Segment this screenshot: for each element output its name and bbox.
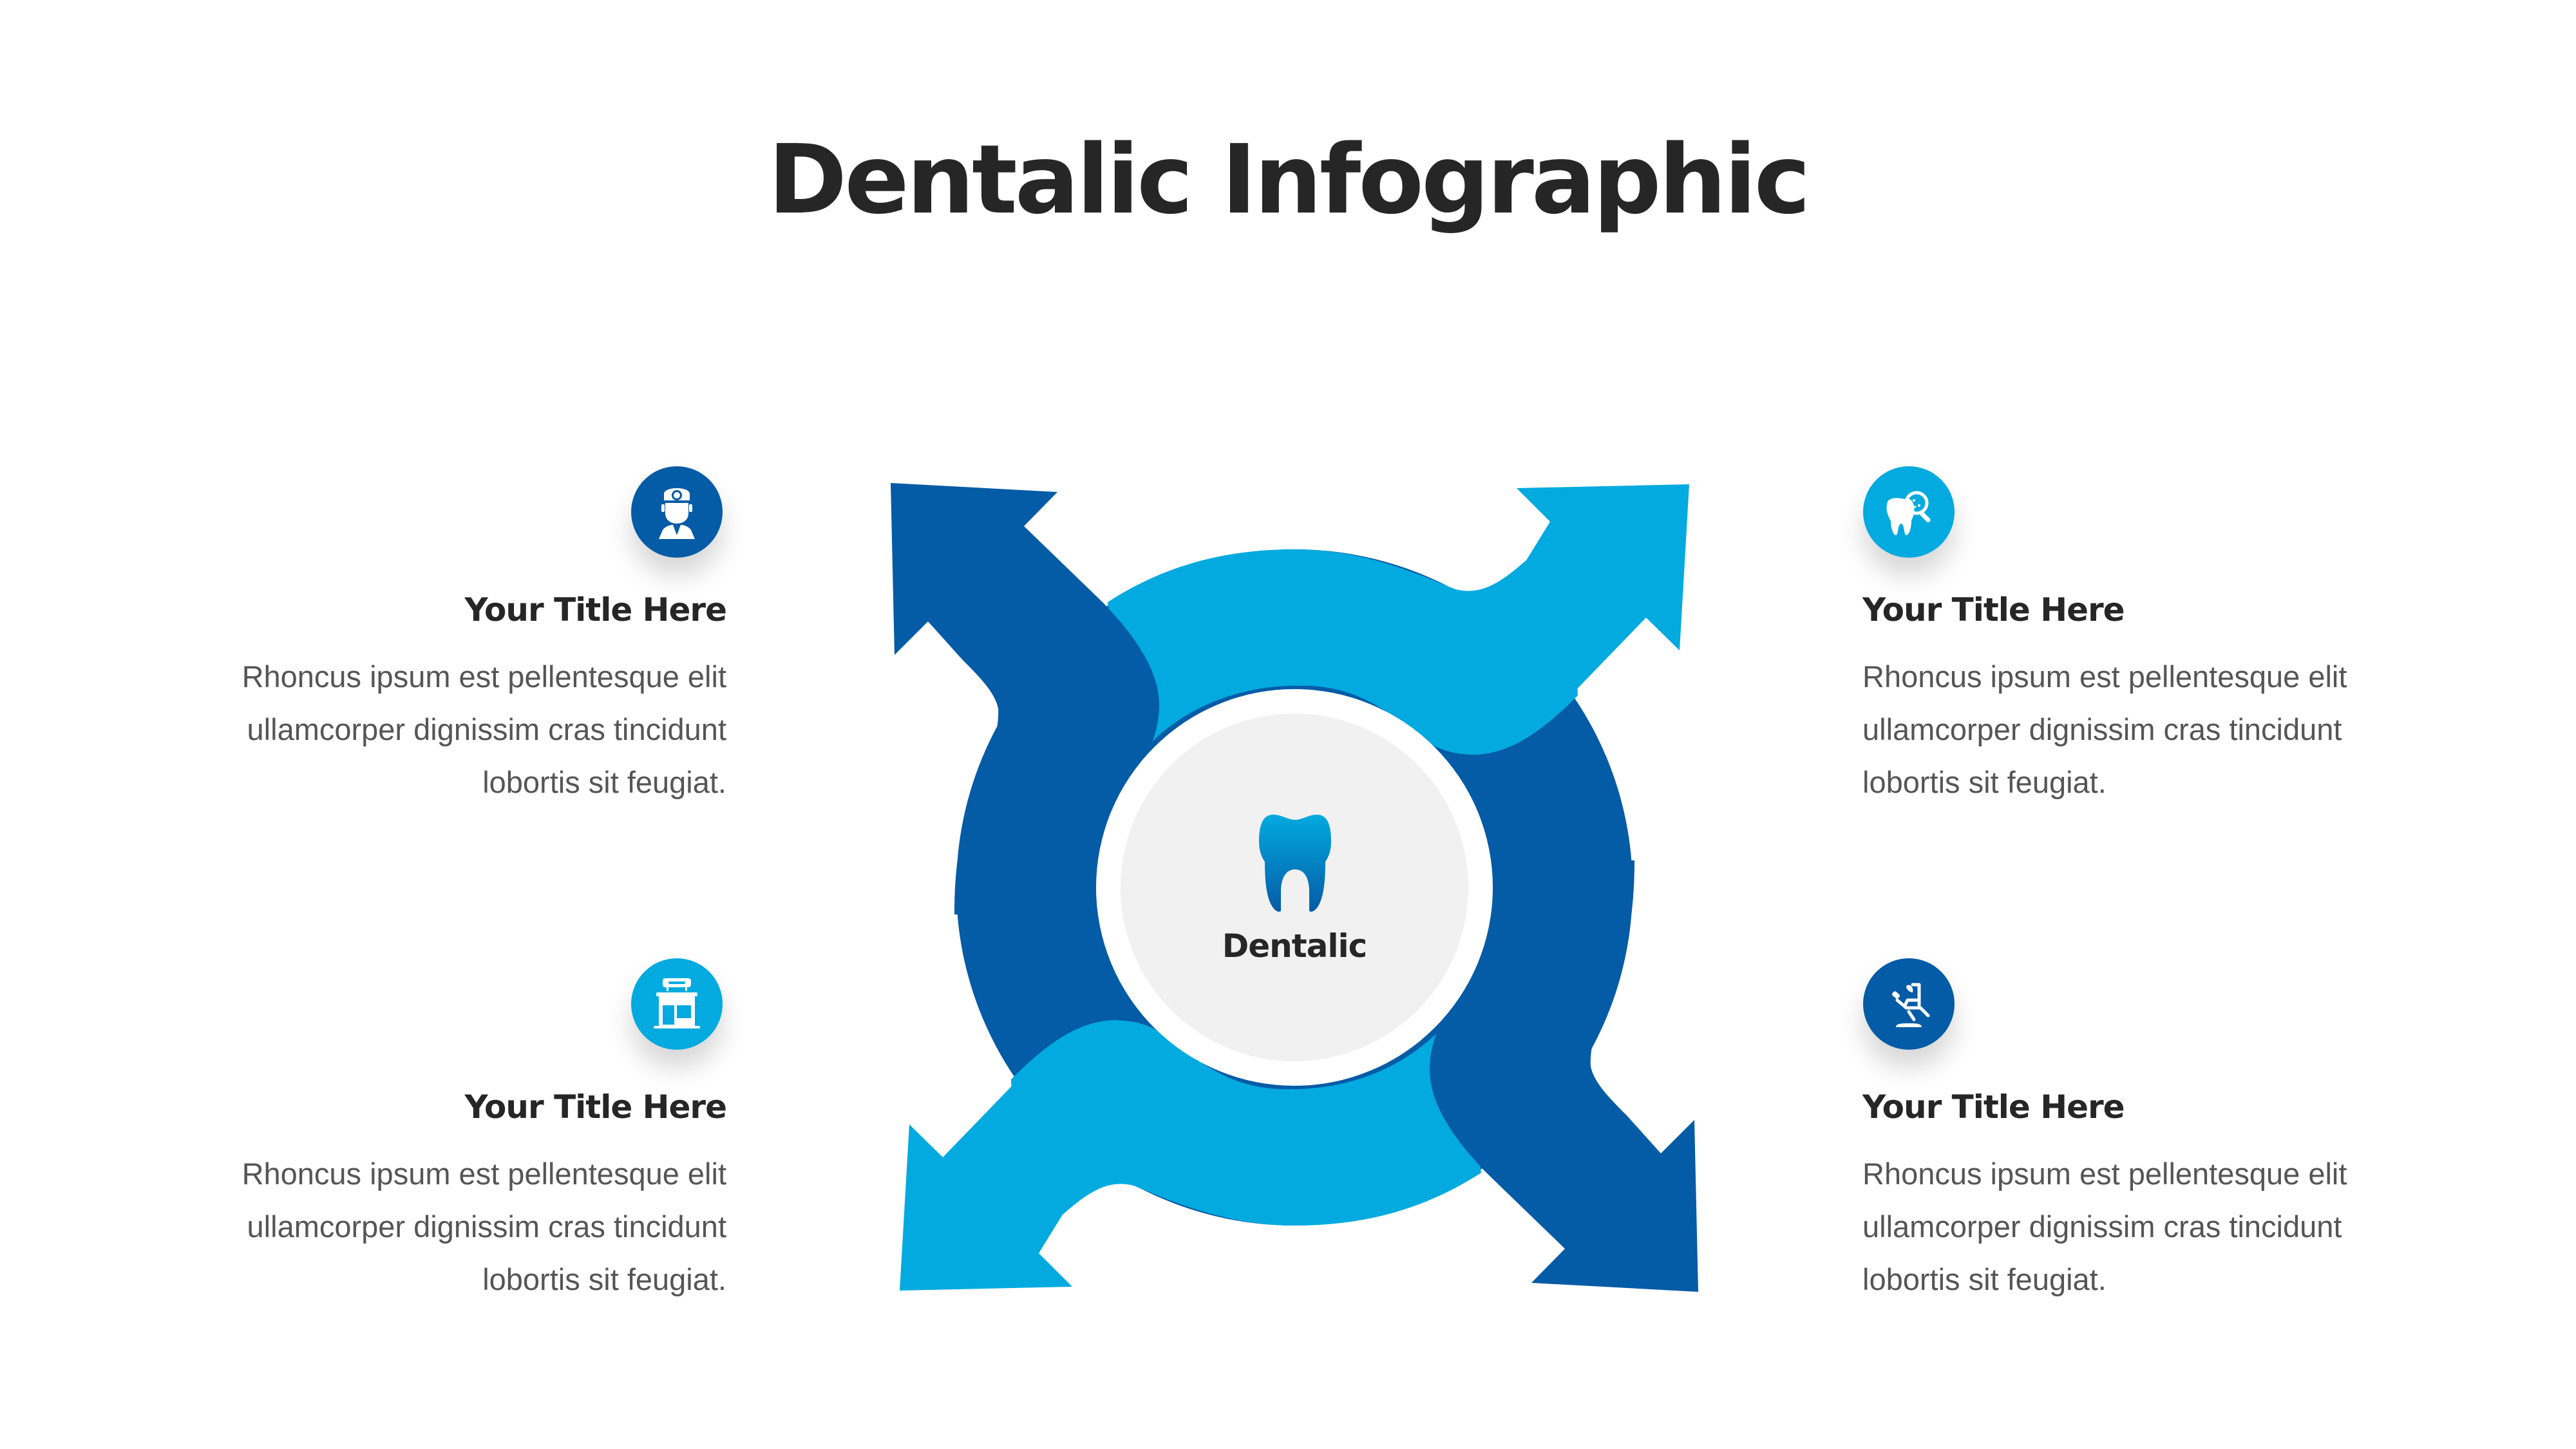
dental-chair-icon-badge [1863,958,1955,1050]
dental-chair-icon [1892,983,1930,1027]
item-title: Your Title Here [1862,591,2125,629]
item-title: Your Title Here [464,1088,727,1126]
item-title: Your Title Here [464,591,727,629]
item-body: Rhoncus ipsum est pellentesque elit ulla… [1862,1157,2347,1296]
arrow-bottom-right [1430,860,1698,1292]
item-block-top-left: Your Title Here Rhoncus ipsum est pellen… [198,591,727,809]
item-body: Rhoncus ipsum est pellentesque elit ulla… [1862,659,2347,799]
item-body: Rhoncus ipsum est pellentesque elit ulla… [242,1157,726,1296]
item-block-top-right: Your Title Here Rhoncus ipsum est pellen… [1862,594,2391,809]
item-title: Your Title Here [1862,1088,2125,1126]
arrow-top-left [891,483,1159,914]
center-label: Dentalic [1222,927,1368,965]
tooth-icon [1259,815,1331,912]
tooth-magnifier-icon-badge [1863,466,1955,558]
tooth-magnifier-icon [1886,491,1931,535]
arrow-bottom-left [900,1020,1294,1291]
dentist-icon [659,488,695,539]
item-block-bottom-left: Your Title Here Rhoncus ipsum est pellen… [198,1088,727,1306]
dental-clinic-icon-badge [631,958,723,1050]
page-title: Dentalic Infographic [768,124,1811,235]
item-block-bottom-right: Your Title Here Rhoncus ipsum est pellen… [1862,1091,2391,1306]
item-body: Rhoncus ipsum est pellentesque elit ulla… [242,659,726,799]
dental-clinic-icon [654,978,700,1028]
center-disk [1121,714,1468,1061]
dentist-icon-badge [631,466,723,558]
arrow-top-right [1294,484,1689,755]
